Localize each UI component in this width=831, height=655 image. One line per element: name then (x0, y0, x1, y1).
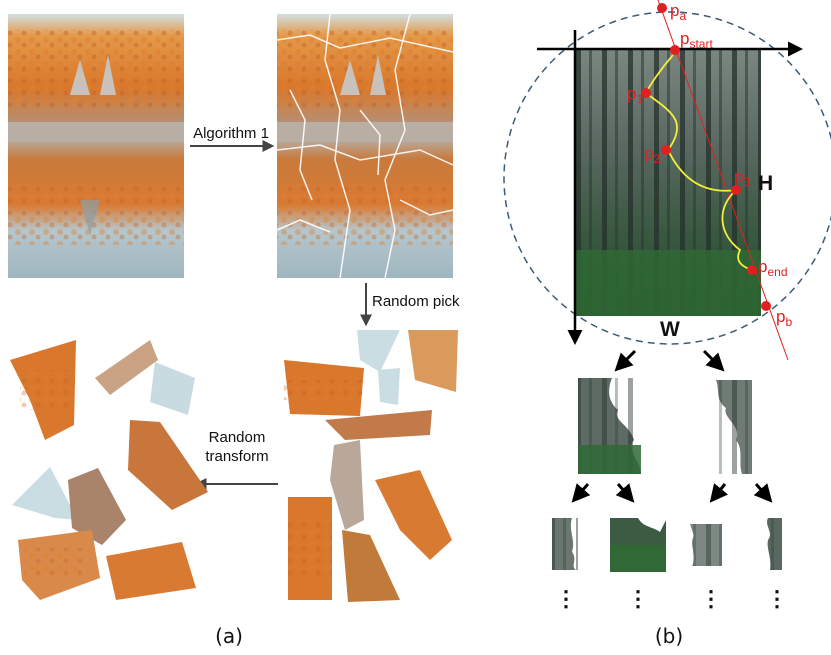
arrow-split-left (614, 349, 637, 372)
original-autumn-image (8, 14, 184, 278)
arrow-split-right (702, 349, 725, 372)
split-line (657, 0, 789, 361)
crack-lines (276, 13, 454, 279)
caption-b: (b) (655, 624, 683, 648)
ellipsis-3: ⋮ (700, 586, 722, 611)
point-pend (747, 265, 757, 275)
step-label-random-transform-1: Random (209, 429, 266, 446)
arrow-split-lr (615, 483, 635, 503)
fragment (68, 468, 126, 545)
step-label-algorithm-1: Algorithm 1 (193, 125, 269, 142)
label-p3: p3 (734, 167, 750, 189)
label-pend: pend (758, 257, 788, 279)
fragment (378, 368, 400, 405)
forest-image (575, 50, 761, 316)
split-piece-rr (766, 518, 782, 570)
point-pstart (670, 45, 680, 55)
point-p1 (641, 88, 651, 98)
arrow-split-rr (753, 483, 773, 503)
step-label-random-transform-2: transform (205, 448, 268, 465)
ellipsis-4: ⋮ (766, 586, 788, 611)
label-pb: pb (776, 307, 792, 329)
caption-a: (a) (215, 624, 243, 648)
split-piece-rl (690, 524, 722, 566)
height-label: H (758, 172, 773, 195)
point-p3 (731, 185, 741, 195)
label-pa: pa (670, 1, 686, 23)
cracked-autumn-image (276, 13, 454, 279)
arrow-split-ll (571, 483, 591, 503)
key-points (641, 3, 771, 311)
fragment (128, 420, 208, 510)
split-piece-left (578, 378, 641, 474)
split-piece-right (716, 380, 752, 474)
fragment (106, 542, 196, 600)
ellipsis-1: ⋮ (555, 586, 577, 611)
width-label: W (660, 318, 680, 341)
point-p2 (661, 145, 671, 155)
fragment (95, 340, 158, 395)
arrow-split-rl (709, 483, 729, 503)
panel-a: Algorithm 1 Random pick Random transform (8, 13, 460, 648)
fragment (408, 330, 458, 392)
label-p1: p1 (627, 84, 643, 106)
fragment (325, 410, 432, 440)
fragment (375, 470, 452, 560)
ellipsis-2: ⋮ (627, 586, 649, 611)
split-piece-lr (610, 518, 666, 572)
picked-fragments (284, 330, 458, 602)
fragment (150, 362, 195, 415)
point-pb (761, 301, 771, 311)
fragment (357, 330, 400, 372)
bounding-circle (503, 11, 831, 345)
step-label-random-pick: Random pick (372, 293, 460, 310)
point-pa (657, 3, 667, 13)
label-p2: p2 (644, 144, 660, 166)
fragment (342, 530, 400, 602)
split-piece-ll (552, 518, 578, 570)
fragment (330, 440, 364, 530)
label-pstart: pstart (680, 29, 713, 51)
transformed-fragments (10, 340, 208, 600)
fragment (12, 467, 78, 520)
panel-b: pa pstart p1 p2 p3 pend pb H W (503, 0, 831, 648)
